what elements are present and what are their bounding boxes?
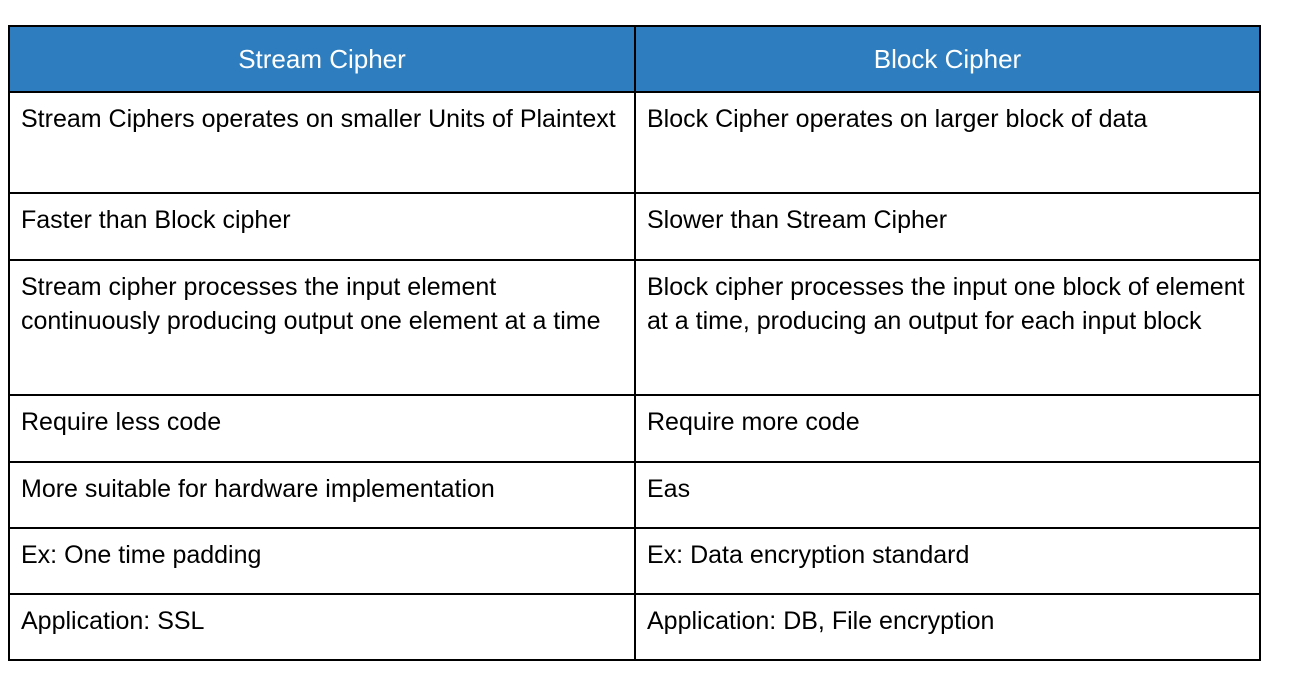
table-row: Ex: One time padding Ex: Data encryption… (8, 527, 1261, 595)
cell-stream-1: Stream Ciphers operates on smaller Units… (8, 91, 636, 194)
table-row: Faster than Block cipher Slower than Str… (8, 192, 1261, 261)
cell-block-6: Ex: Data encryption standard (634, 527, 1261, 595)
cell-block-3: Block cipher processes the input one blo… (634, 259, 1261, 396)
cell-stream-3: Stream cipher processes the input elemen… (8, 259, 636, 396)
table-row: Require less code Require more code (8, 394, 1261, 463)
column-header-stream-cipher: Stream Cipher (8, 25, 636, 93)
cell-stream-7: Application: SSL (8, 593, 636, 661)
table-row: More suitable for hardware implementatio… (8, 461, 1261, 529)
table-header-row: Stream Cipher Block Cipher (8, 25, 1261, 93)
cell-block-2: Slower than Stream Cipher (634, 192, 1261, 261)
cell-stream-6: Ex: One time padding (8, 527, 636, 595)
table-row: Application: SSL Application: DB, File e… (8, 593, 1261, 661)
table-body: Stream Ciphers operates on smaller Units… (8, 91, 1261, 661)
table-row: Stream cipher processes the input elemen… (8, 259, 1261, 396)
cell-stream-2: Faster than Block cipher (8, 192, 636, 261)
cell-stream-5: More suitable for hardware implementatio… (8, 461, 636, 529)
table-header: Stream Cipher Block Cipher (8, 25, 1261, 93)
cell-block-7: Application: DB, File encryption (634, 593, 1261, 661)
cell-block-5: Eas (634, 461, 1261, 529)
column-header-block-cipher: Block Cipher (634, 25, 1261, 93)
cell-block-4: Require more code (634, 394, 1261, 463)
cell-stream-4: Require less code (8, 394, 636, 463)
cell-block-1: Block Cipher operates on larger block of… (634, 91, 1261, 194)
cipher-comparison-table: Stream Cipher Block Cipher Stream Cipher… (8, 25, 1261, 661)
table-row: Stream Ciphers operates on smaller Units… (8, 91, 1261, 194)
